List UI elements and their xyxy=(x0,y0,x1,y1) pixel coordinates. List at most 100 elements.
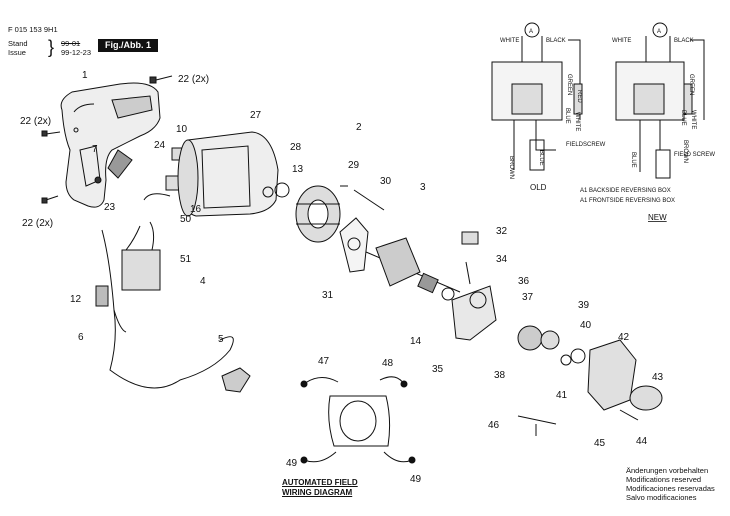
footer-line-en: Modifications reserved xyxy=(626,475,702,484)
bracket-glyph: } xyxy=(48,37,55,57)
label-47: 47 xyxy=(318,356,330,367)
issue-label: Issue xyxy=(8,48,26,57)
field-diagram-title-1: AUTOMATED FIELD xyxy=(282,478,358,487)
svg-text:FIELDSCREW: FIELDSCREW xyxy=(566,142,606,148)
label-46: 46 xyxy=(488,420,500,431)
wiring-diagram-new xyxy=(615,22,705,179)
label-12: 12 xyxy=(70,294,82,305)
brush-34 xyxy=(465,261,471,285)
ring-28 xyxy=(274,182,290,198)
svg-text:GREEN: GREEN xyxy=(566,74,572,95)
part-50-wire xyxy=(143,193,171,201)
field-coil-2 xyxy=(295,185,341,243)
label-45: 45 xyxy=(594,438,606,449)
wiring-old-labels: A WHITE BLACK GREEN RED BLUE WHITE BROWN… xyxy=(500,29,606,192)
issue-value: 99-12-23 xyxy=(61,48,92,57)
svg-text:WHITE: WHITE xyxy=(500,38,519,44)
part-41 xyxy=(560,354,572,366)
svg-text:GREEN: GREEN xyxy=(688,74,694,95)
svg-text:BLUE: BLUE xyxy=(630,152,636,168)
label-51: 51 xyxy=(180,254,192,265)
svg-text:FIELD SCREW: FIELD SCREW xyxy=(674,152,715,158)
svg-text:NEW: NEW xyxy=(648,213,667,222)
label-39: 39 xyxy=(578,300,590,311)
label-35: 35 xyxy=(432,364,444,375)
footer-line-de: Änderungen vorbehalten xyxy=(626,466,709,475)
label-6: 6 xyxy=(78,332,84,343)
svg-text:A: A xyxy=(529,29,533,35)
label-29: 29 xyxy=(348,160,360,171)
motor-housing-27 xyxy=(177,131,279,217)
label-48: 48 xyxy=(382,358,394,369)
automated-field-diagram xyxy=(300,376,416,464)
label-49b: 49 xyxy=(410,474,422,485)
chuck-43 xyxy=(629,385,663,411)
capacitor-12 xyxy=(95,285,109,307)
front-housing-42 xyxy=(587,339,637,411)
brush-cap-32 xyxy=(461,231,479,245)
chuck-key-46 xyxy=(517,415,557,436)
armature-3 xyxy=(365,237,461,301)
doc-number: F 015 153 9H1 xyxy=(8,25,58,34)
switch-4 xyxy=(121,249,161,291)
svg-text:WHITE: WHITE xyxy=(574,112,580,131)
label-44: 44 xyxy=(636,436,648,447)
label-4: 4 xyxy=(200,276,206,287)
label-7: 7 xyxy=(92,144,98,155)
label-28: 28 xyxy=(290,142,302,153)
label-2: 2 xyxy=(356,122,362,133)
screw-22-left xyxy=(41,130,61,137)
svg-text:A: A xyxy=(657,29,661,35)
label-37: 37 xyxy=(522,292,534,303)
label-22b: 22 (2x) xyxy=(20,116,51,127)
gear-39 xyxy=(540,330,560,350)
label-43: 43 xyxy=(652,372,664,383)
screw-45 xyxy=(619,409,639,421)
footer-notes: Änderungen vorbehalten Modifications res… xyxy=(626,466,715,502)
field-diagram-title-2: WIRING DIAGRAM xyxy=(282,488,353,497)
svg-text:RED: RED xyxy=(576,90,582,103)
label-5: 5 xyxy=(218,334,224,345)
screw-30 xyxy=(353,189,385,211)
svg-text:BLUE: BLUE xyxy=(538,150,544,166)
svg-text:BLACK: BLACK xyxy=(674,38,694,44)
handle-housing xyxy=(60,82,161,208)
stand-label: Stand xyxy=(8,39,28,48)
label-13: 13 xyxy=(292,164,304,175)
svg-text:OLD: OLD xyxy=(530,183,547,192)
screw-22-bottom xyxy=(41,195,59,204)
label-3: 3 xyxy=(420,182,426,193)
label-30: 30 xyxy=(380,176,392,187)
label-32: 32 xyxy=(496,226,508,237)
label-16: 16 xyxy=(190,204,202,215)
label-40: 40 xyxy=(580,320,592,331)
footer-line-pt: Salvo modificaciones xyxy=(626,493,697,502)
label-22c: 22 (2x) xyxy=(22,218,53,229)
figure-label: Fig./Abb. 1 xyxy=(98,39,158,52)
label-50: 50 xyxy=(180,214,192,225)
svg-text:WHITE: WHITE xyxy=(612,38,631,44)
label-22a: 22 (2x) xyxy=(178,74,209,85)
label-34: 34 xyxy=(496,254,508,265)
svg-text:BLUE: BLUE xyxy=(680,110,686,126)
power-cord xyxy=(101,229,234,389)
label-36: 36 xyxy=(518,276,530,287)
footer-line-es: Modificaciones reservadas xyxy=(626,484,715,493)
svg-text:WHITE: WHITE xyxy=(690,110,696,129)
gear-housing-35 xyxy=(451,285,497,341)
gear-38 xyxy=(517,325,543,351)
wiring-diagram-old xyxy=(491,22,583,171)
svg-text:BROWN: BROWN xyxy=(682,140,688,163)
label-10: 10 xyxy=(176,124,188,135)
baffle-31 xyxy=(339,217,369,273)
part-labels: 1 2 3 4 5 6 7 10 12 13 14 16 22 (2x) 22 … xyxy=(20,70,664,485)
label-42: 42 xyxy=(618,332,630,343)
label-27: 27 xyxy=(250,110,262,121)
label-38: 38 xyxy=(494,370,506,381)
svg-text:A1 BACKSIDE REVERSING BOX: A1 BACKSIDE REVERSING BOX xyxy=(580,188,671,194)
bearing-13 xyxy=(262,186,274,198)
svg-text:A1 FRONTSIDE REVERSING BOX: A1 FRONTSIDE REVERSING BOX xyxy=(580,198,675,204)
svg-text:BLUE: BLUE xyxy=(564,108,570,124)
label-14: 14 xyxy=(410,336,422,347)
